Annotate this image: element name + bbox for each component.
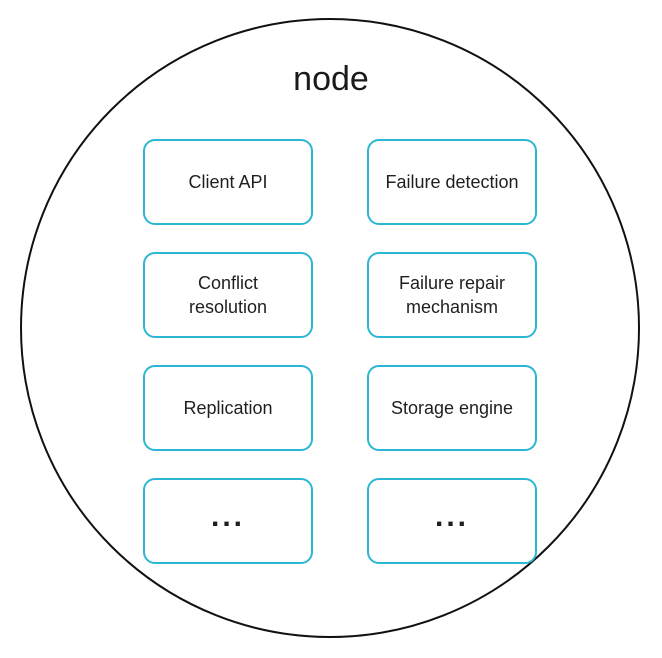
component-more-right: ... bbox=[367, 478, 537, 564]
component-failure-detection: Failure detection bbox=[367, 139, 537, 225]
component-conflict-resolution: Conflict resolution bbox=[143, 252, 313, 338]
node-title: node bbox=[293, 60, 369, 98]
component-replication: Replication bbox=[143, 365, 313, 451]
component-failure-repair-mechanism: Failure repair mechanism bbox=[367, 252, 537, 338]
component-grid: Client API Failure detection Conflict re… bbox=[143, 139, 537, 564]
component-client-api: Client API bbox=[143, 139, 313, 225]
component-more-left: ... bbox=[143, 478, 313, 564]
component-storage-engine: Storage engine bbox=[367, 365, 537, 451]
node-circle bbox=[20, 18, 640, 638]
